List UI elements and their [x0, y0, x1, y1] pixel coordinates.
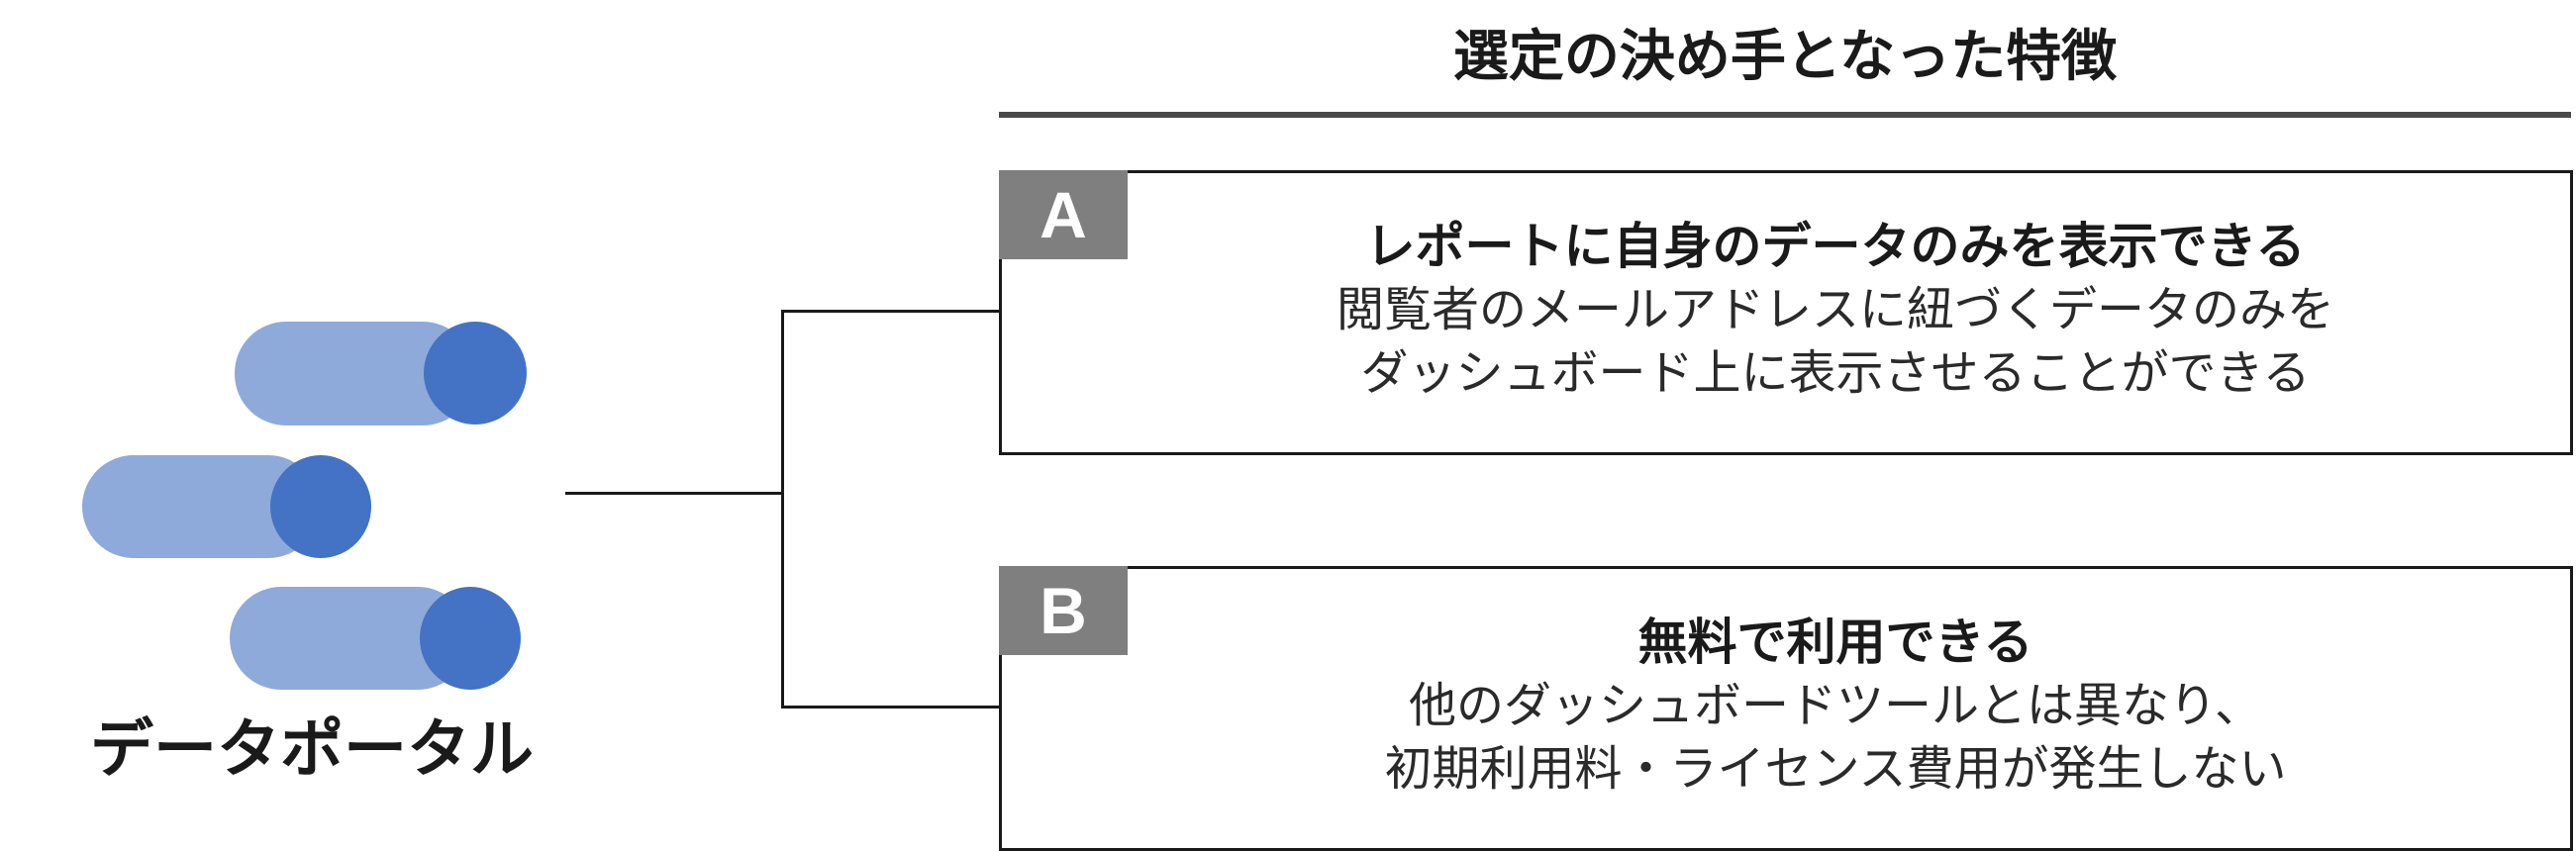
feature-card-b: B 無料で利用できる 他のダッシュボードツールとは異なり、 初期利用料・ライセン…: [999, 566, 2573, 851]
feature-badge: A: [999, 170, 1128, 259]
logo-cylinder-middle: [82, 455, 371, 558]
feature-description-line: 初期利用料・ライセンス費用が発生しない: [1384, 741, 2287, 797]
feature-description-line: 他のダッシュボードツールとは異なり、: [1408, 678, 2263, 733]
connector-to-a: [781, 310, 1001, 313]
connector-stem: [565, 492, 782, 495]
feature-description-line: ダッシュボード上に表示させることができる: [1360, 345, 2311, 401]
feature-heading: レポートに自身のデータのみを表示できる: [1365, 218, 2306, 275]
tool-name: データポータル: [90, 713, 534, 787]
logo-cylinder-top: [235, 322, 527, 426]
feature-card-a: A レポートに自身のデータのみを表示できる 閲覧者のメールアドレスに紐づくデータ…: [999, 170, 2573, 455]
feature-badge: B: [999, 566, 1128, 655]
data-portal-logo-icon: [82, 322, 527, 690]
connector-to-b: [781, 706, 1001, 709]
page-title: 選定の決め手となった特徴: [1452, 25, 2118, 89]
feature-description-line: 閲覧者のメールアドレスに紐づくデータのみを: [1336, 282, 2334, 337]
feature-heading: 無料で利用できる: [1637, 614, 2033, 671]
logo-cylinder-bottom: [230, 587, 521, 690]
connector-bracket: [781, 310, 784, 709]
title-divider: [999, 112, 2571, 118]
